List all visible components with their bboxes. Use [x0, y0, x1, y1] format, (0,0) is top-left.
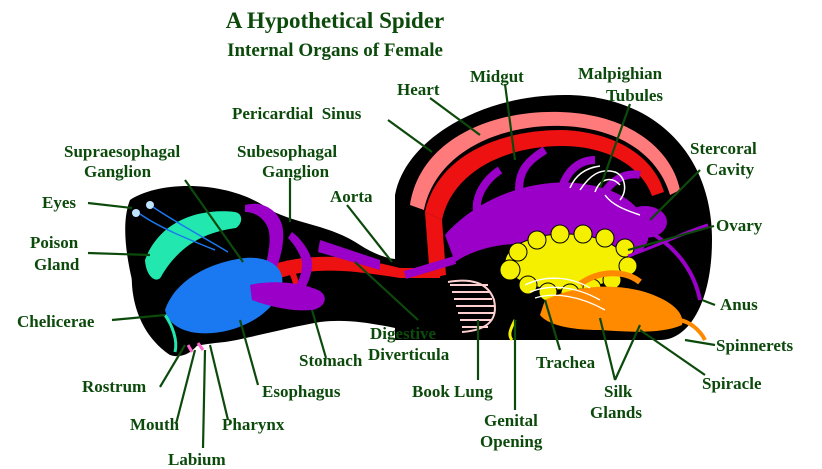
label-pericardial-sinus: Pericardial Sinus	[232, 104, 362, 123]
label-spinnerets: Spinnerets	[716, 336, 794, 355]
label-chelicerae: Chelicerae	[17, 312, 95, 331]
label-midgut: Midgut	[470, 67, 524, 86]
label-malpighian-2: Tubules	[606, 86, 663, 105]
label-book-lung: Book Lung	[412, 382, 493, 401]
label-stomach: Stomach	[299, 351, 363, 370]
label-aorta: Aorta	[330, 187, 373, 206]
label-labium: Labium	[168, 450, 226, 469]
label-silk-glands-2: Glands	[590, 403, 642, 422]
label-stercoral-2: Cavity	[706, 160, 755, 179]
label-subesophagal-2: Ganglion	[262, 162, 330, 181]
label-mouth: Mouth	[130, 415, 180, 434]
label-supraesophagal-2: Ganglion	[84, 162, 152, 181]
label-stercoral-1: Stercoral	[690, 139, 757, 158]
label-poison-gland-2: Gland	[34, 255, 80, 274]
label-supraesophagal-1: Supraesophagal	[64, 142, 180, 161]
label-spiracle: Spiracle	[702, 374, 762, 393]
label-digestive-1: Digestive	[370, 324, 437, 343]
label-esophagus: Esophagus	[262, 382, 341, 401]
label-digestive-2: Diverticula	[368, 345, 450, 364]
label-subesophagal-1: Subesophagal	[237, 142, 337, 161]
label-poison-gland-1: Poison	[30, 233, 79, 252]
label-pharynx: Pharynx	[222, 415, 285, 434]
label-genital-1: Genital	[484, 411, 538, 430]
label-rostrum: Rostrum	[82, 377, 146, 396]
title: A Hypothetical Spider	[226, 8, 445, 33]
label-silk-glands-1: Silk	[604, 382, 633, 401]
label-trachea: Trachea	[536, 353, 596, 372]
label-malpighian-1: Malpighian	[578, 64, 663, 83]
label-eyes: Eyes	[42, 193, 76, 212]
subtitle: Internal Organs of Female	[227, 40, 443, 61]
label-ovary: Ovary	[716, 216, 763, 235]
label-anus: Anus	[720, 295, 758, 314]
label-heart: Heart	[397, 80, 440, 99]
label-genital-2: Opening	[480, 432, 543, 451]
